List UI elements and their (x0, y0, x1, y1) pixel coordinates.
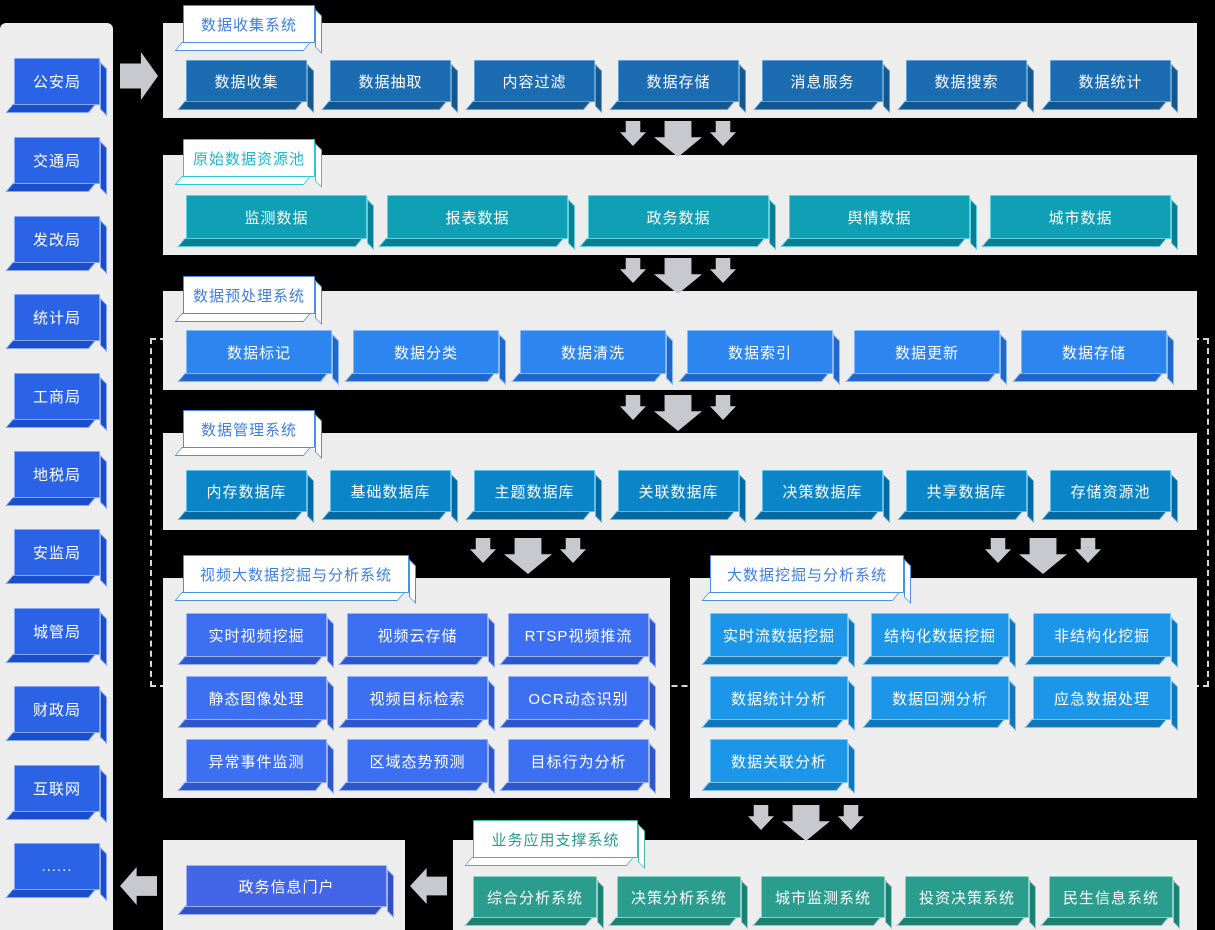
app-box-1: 综合分析系统 (473, 876, 597, 918)
module-box-collect-1: 数据收集 (186, 60, 307, 102)
dept-box-gongshang: 工商局 (14, 373, 100, 420)
flow-arrow-left-icon (120, 867, 157, 905)
portal-box: 政务信息门户 (186, 865, 387, 907)
db-box-2: 基础数据库 (330, 470, 451, 512)
section-title-collect: 数据收集系统 (183, 5, 315, 43)
video-box-5: 视频目标检索 (347, 676, 488, 720)
section-title-preprocess: 数据预处理系统 (183, 276, 315, 314)
dept-box-jiaotong: 交通局 (14, 137, 100, 184)
flow-arrow-down-icon (654, 121, 702, 157)
db-box-5: 决策数据库 (762, 470, 883, 512)
dept-box-fagai: 发改局 (14, 216, 100, 263)
dept-box-tongji: 统计局 (14, 294, 100, 341)
video-box-2: 视频云存储 (347, 613, 488, 657)
flow-arrow-down-icon (620, 121, 646, 146)
flow-arrow-left-icon (410, 868, 447, 904)
dept-box-more: ...... (14, 843, 100, 890)
module-box-pre-6: 数据存储 (1021, 330, 1167, 374)
dept-box-caizheng: 财政局 (14, 686, 100, 733)
section-title-business: 业务应用支撑系统 (473, 820, 638, 858)
section-title-manage: 数据管理系统 (183, 410, 315, 448)
module-box-pre-1: 数据标记 (186, 330, 332, 374)
flow-arrow-down-icon (710, 121, 736, 146)
app-box-5: 民生信息系统 (1049, 876, 1173, 918)
mining-box-5: 数据回溯分析 (871, 676, 1009, 720)
module-box-collect-2: 数据抽取 (330, 60, 451, 102)
video-box-8: 区域态势预测 (347, 739, 488, 783)
flow-arrow-down-icon (620, 258, 646, 283)
module-box-collect-3: 内容过滤 (474, 60, 595, 102)
video-box-1: 实时视频挖掘 (186, 613, 327, 657)
flow-arrow-down-icon (654, 258, 702, 294)
module-box-collect-7: 数据统计 (1050, 60, 1171, 102)
module-box-collect-4: 数据存储 (618, 60, 739, 102)
module-box-pre-4: 数据索引 (687, 330, 833, 374)
dept-box-gongan: 公安局 (14, 58, 100, 105)
video-box-7: 异常事件监测 (186, 739, 327, 783)
flow-arrow-down-icon (748, 805, 774, 830)
video-box-6: OCR动态识别 (508, 676, 649, 720)
section-title-big-mining: 大数据挖掘与分析系统 (710, 555, 904, 593)
data-box-raw-5: 城市数据 (990, 195, 1171, 239)
video-box-3: RTSP视频推流 (508, 613, 649, 657)
section-title-raw-pool: 原始数据资源池 (183, 139, 315, 177)
module-box-collect-5: 消息服务 (762, 60, 883, 102)
mining-box-2: 结构化数据挖掘 (871, 613, 1009, 657)
module-box-pre-5: 数据更新 (854, 330, 1000, 374)
dept-box-hulianwang: 互联网 (14, 765, 100, 812)
module-box-collect-6: 数据搜索 (906, 60, 1027, 102)
flow-arrow-right-icon (120, 52, 158, 100)
data-box-raw-3: 政务数据 (588, 195, 769, 239)
flow-arrow-down-icon (838, 805, 864, 830)
dept-box-chengguan: 城管局 (14, 608, 100, 655)
data-box-raw-1: 监测数据 (186, 195, 367, 239)
mining-box-6: 应急数据处理 (1033, 676, 1171, 720)
mining-box-4: 数据统计分析 (710, 676, 848, 720)
dept-box-dishui: 地税局 (14, 451, 100, 498)
section-title-video-mining: 视频大数据挖掘与分析系统 (183, 555, 409, 593)
db-box-3: 主题数据库 (474, 470, 595, 512)
db-box-1: 内存数据库 (186, 470, 307, 512)
app-box-4: 投资决策系统 (905, 876, 1029, 918)
db-box-4: 关联数据库 (618, 470, 739, 512)
module-box-pre-2: 数据分类 (353, 330, 499, 374)
db-box-7: 存储资源池 (1050, 470, 1171, 512)
db-box-6: 共享数据库 (906, 470, 1027, 512)
data-box-raw-4: 舆情数据 (789, 195, 970, 239)
mining-box-3: 非结构化挖掘 (1033, 613, 1171, 657)
flow-arrow-down-icon (782, 805, 830, 841)
mining-box-1: 实时流数据挖掘 (710, 613, 848, 657)
dept-box-anjian: 安监局 (14, 529, 100, 576)
app-box-2: 决策分析系统 (617, 876, 741, 918)
flow-arrow-down-icon (710, 258, 736, 283)
module-box-pre-3: 数据清洗 (520, 330, 666, 374)
app-box-3: 城市监测系统 (761, 876, 885, 918)
mining-box-7: 数据关联分析 (710, 739, 848, 783)
video-box-9: 目标行为分析 (508, 739, 649, 783)
data-box-raw-2: 报表数据 (387, 195, 568, 239)
video-box-4: 静态图像处理 (186, 676, 327, 720)
